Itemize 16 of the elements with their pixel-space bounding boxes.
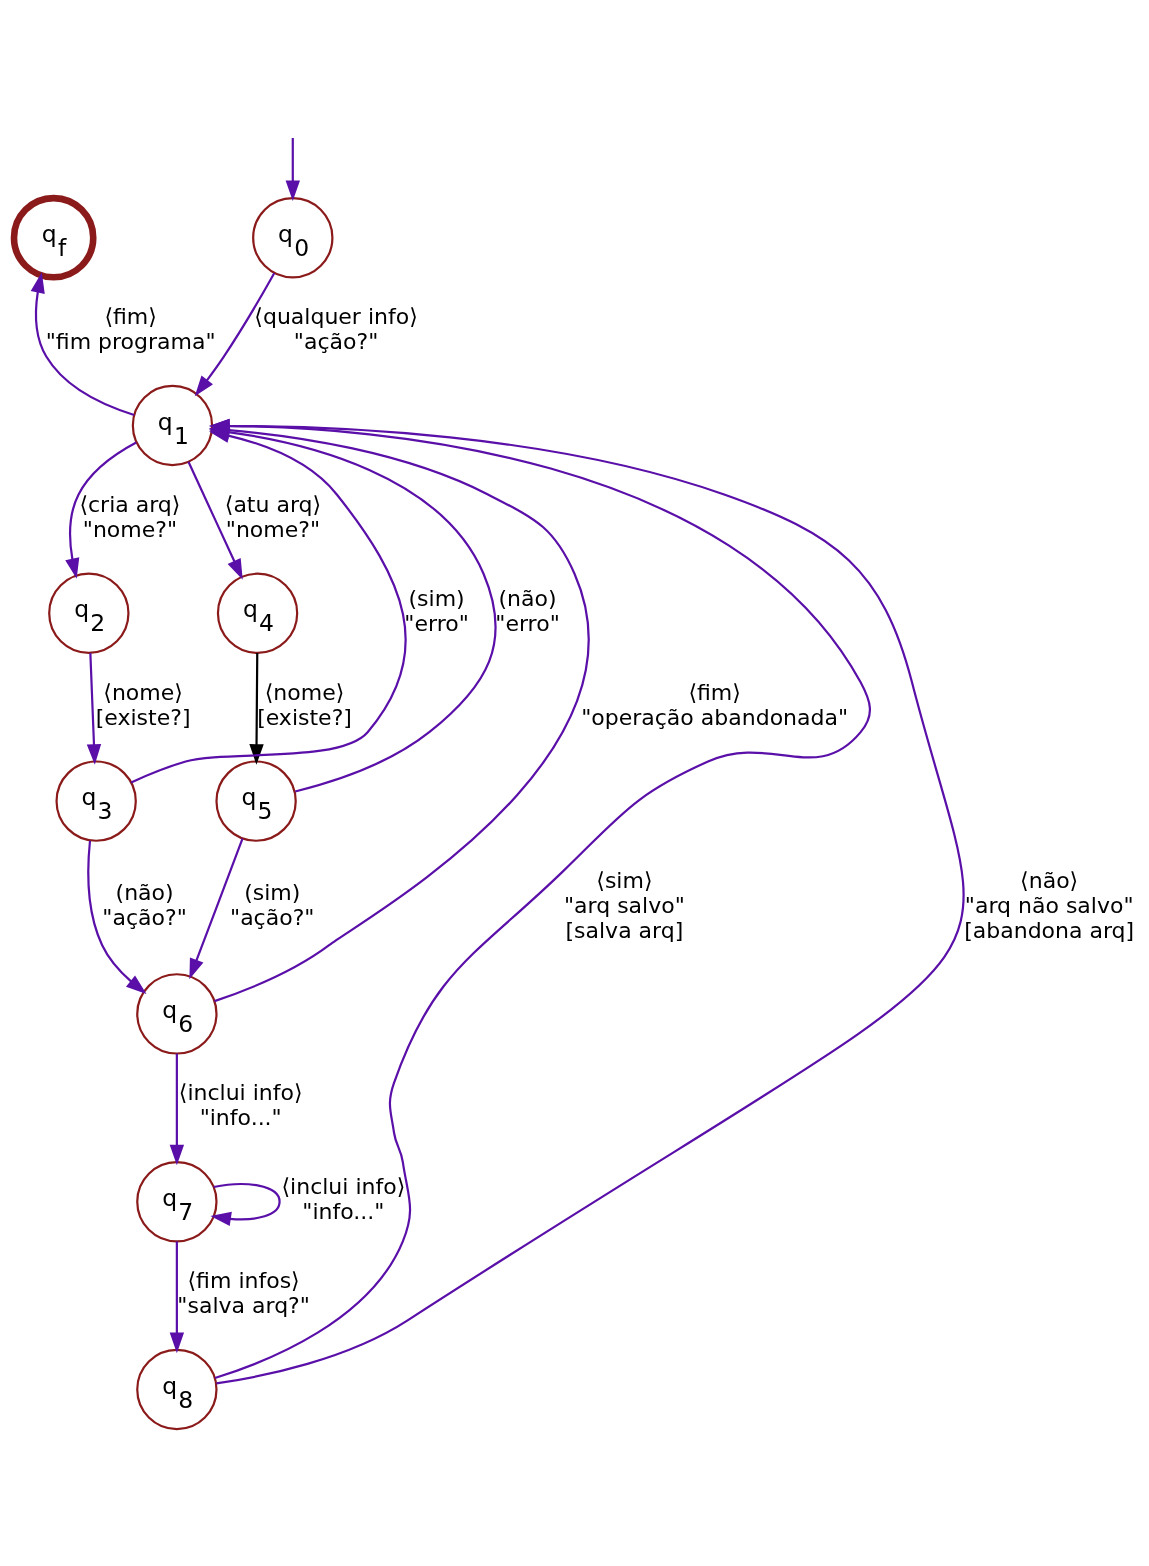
edge-label: ⟨cria arq⟩ "nome?" xyxy=(79,492,181,543)
edge-label: ⟨fim infos⟩ "salva arq?" xyxy=(177,1268,310,1319)
edge-label: ⟨não⟩ "arq não salvo" [abandona arq] xyxy=(964,867,1135,943)
edge-label: (não) "ação?" xyxy=(102,880,187,931)
edge-label: ⟨inclui info⟩ "info..." xyxy=(178,1080,303,1131)
edge-label: ⟨nome⟩ [existe?] xyxy=(95,679,191,730)
edge-label: (sim) "erro" xyxy=(404,585,469,636)
edge-label: ⟨inclui info⟩ "info..." xyxy=(281,1174,406,1225)
edge-label: ⟨sim⟩ "arq salvo" [salva arq] xyxy=(563,867,685,943)
edge-label: (não) "erro" xyxy=(495,585,560,636)
edge-label: ⟨fim⟩ "fim programa" xyxy=(45,304,216,355)
edge-label: (sim) "ação?" xyxy=(230,880,315,931)
edge-label: ⟨nome⟩ [existe?] xyxy=(257,679,352,730)
edge-label: ⟨atu arq⟩ "nome?" xyxy=(224,492,322,543)
edge-label: ⟨fim⟩ "operação abandonada" xyxy=(581,679,849,730)
edge-label: ⟨qualquer info⟩ "ação?" xyxy=(254,304,418,355)
